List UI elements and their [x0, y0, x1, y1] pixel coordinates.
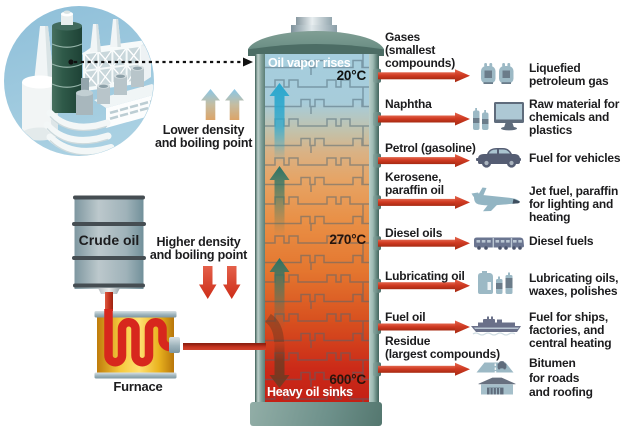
svg-text:Crude oil: Crude oil	[79, 232, 140, 248]
